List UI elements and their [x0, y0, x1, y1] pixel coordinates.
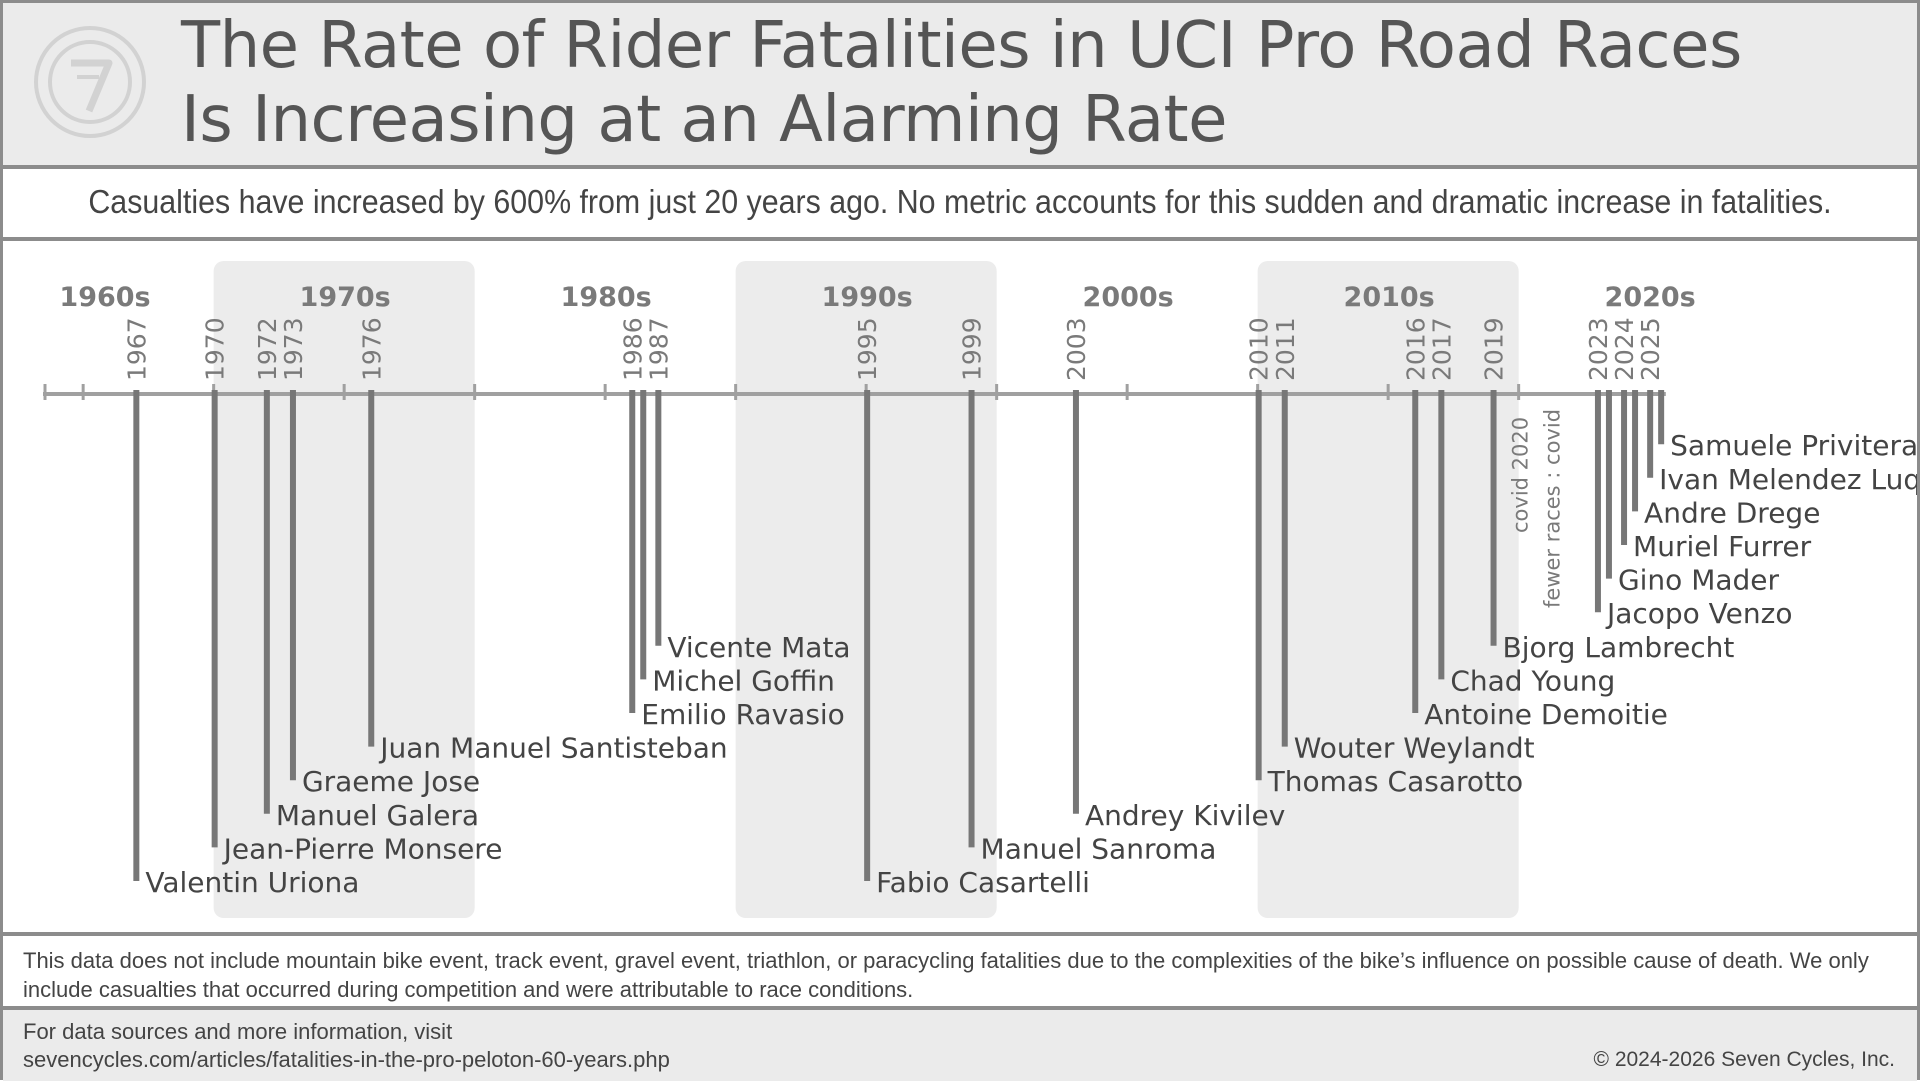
decade-band [213, 261, 475, 918]
page-title: The Rate of Rider Fatalities in UCI Pro … [181, 9, 1742, 157]
rider-name-label: Valentin Uriona [145, 866, 359, 899]
decade-label: 1990s [822, 282, 913, 313]
rider-name-label: Jacopo Venzo [1605, 597, 1793, 630]
decade-label: 2010s [1344, 282, 1435, 313]
subtitle-band: Casualties have increased by 600% from j… [3, 169, 1917, 241]
rider-name-label: Manuel Sanroma [981, 832, 1217, 865]
rider-name-label: Ivan Melendez Luque [1659, 463, 1917, 496]
rider-name-label: Michel Goffin [652, 664, 835, 697]
rider-name-label: Gino Mader [1618, 564, 1780, 597]
year-label: 1970 [201, 317, 230, 381]
year-label: 2023 [1584, 317, 1613, 381]
decade-label: 1960s [59, 282, 150, 313]
year-label: 1986 [618, 317, 647, 381]
decade-label: 2020s [1605, 282, 1696, 313]
year-label: 1995 [853, 317, 882, 381]
rider-name-label: Thomas Casarotto [1267, 765, 1523, 798]
rider-name-label: Jean-Pierre Monsere [222, 832, 503, 865]
decade-label: 1980s [561, 282, 652, 313]
footnote: This data does not include mountain bike… [23, 948, 1869, 1002]
rider-name-label: Vicente Mata [667, 631, 850, 664]
title-line-1: The Rate of Rider Fatalities in UCI Pro … [181, 9, 1742, 83]
year-label: 2024 [1610, 317, 1639, 381]
source-info: For data sources and more information, v… [23, 1018, 670, 1074]
rider-name-label: Andrey Kivilev [1085, 799, 1285, 832]
seven-logo-icon [34, 26, 146, 138]
year-label: 2003 [1062, 317, 1091, 381]
note-band: This data does not include mountain bike… [3, 932, 1917, 1006]
rider-name-label: Muriel Furrer [1633, 530, 1812, 563]
title-line-2: Is Increasing at an Alarming Rate [181, 83, 1227, 157]
rider-name-label: Chad Young [1450, 664, 1615, 697]
year-label: 2019 [1480, 317, 1509, 381]
rider-name-label: Wouter Weylandt [1294, 732, 1535, 765]
decade-band [1257, 261, 1519, 918]
decade-label: 1970s [300, 282, 391, 313]
timeline-chart: 1960s 1970s 1980s 1990s 2000s 2010s 2020sValen… [43, 261, 1917, 918]
rider-name-label: Manuel Galera [276, 799, 479, 832]
year-label: 1967 [122, 317, 151, 381]
rider-name-label: Bjorg Lambrecht [1503, 631, 1735, 664]
rider-name-label: Graeme Jose [302, 765, 480, 798]
rider-name-label: Emilio Ravasio [641, 698, 845, 731]
copyright: © 2024-2026 Seven Cycles, Inc. [1593, 1048, 1895, 1071]
year-label: 2010 [1245, 317, 1274, 381]
header: The Rate of Rider Fatalities in UCI Pro … [3, 3, 1917, 169]
year-label: 1976 [357, 317, 386, 381]
covid-annotation: fewer races : covid [1540, 409, 1564, 608]
year-label: 1972 [253, 317, 282, 381]
rider-name-label: Fabio Casartelli [876, 866, 1090, 899]
source-label: For data sources and more information, v… [23, 1019, 453, 1044]
rider-name-label: Andre Drege [1644, 496, 1820, 529]
year-label: 2017 [1427, 317, 1456, 381]
footer: For data sources and more information, v… [3, 1006, 1917, 1081]
year-label: 2016 [1401, 317, 1430, 381]
rider-name-label: Samuele Privitera [1670, 429, 1917, 462]
rider-name-label: Antoine Demoitie [1424, 698, 1668, 731]
rider-name-label: Juan Manuel Santisteban [378, 732, 727, 765]
year-label: 2011 [1271, 317, 1300, 381]
year-label: 1973 [279, 317, 308, 381]
source-url-link[interactable]: sevencycles.com/articles/fatalities-in-t… [23, 1047, 670, 1072]
subtitle: Casualties have increased by 600% from j… [88, 183, 1832, 220]
year-label: 1987 [644, 317, 673, 381]
year-label: 1999 [958, 317, 987, 381]
year-label: 2025 [1636, 317, 1665, 381]
decade-label: 2000s [1083, 282, 1174, 313]
covid-annotation: covid 2020 [1508, 417, 1532, 533]
